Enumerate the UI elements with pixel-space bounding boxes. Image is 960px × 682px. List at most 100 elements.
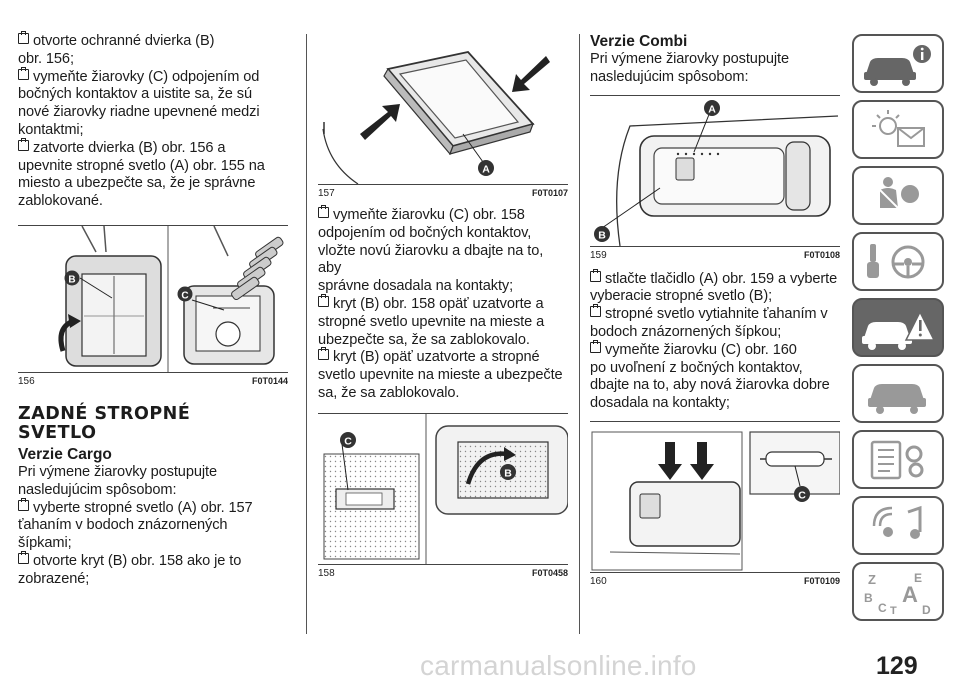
figure-code: F0T0107 [531, 188, 568, 198]
text-line: svetlo upevnite na mieste a ubezpečte [318, 367, 563, 384]
car-maintenance-icon [868, 383, 926, 414]
svg-text:A: A [902, 582, 918, 607]
figure-code: F0T0144 [251, 375, 288, 386]
text-line: upevnite stropné svetlo (A) obr. 155 na [18, 157, 265, 174]
figure-number: 160 [590, 575, 607, 587]
tab-dashboard-lights[interactable] [852, 100, 944, 159]
bullet-icon [590, 304, 601, 318]
figure-159-caption: 159 F0T0108 [590, 250, 840, 261]
page-number: 129 [876, 652, 918, 680]
figure-158-caption: 158 F0T0458 [318, 568, 568, 579]
bullet-icon [18, 497, 29, 511]
figure-159: A B [590, 94, 840, 247]
callout-b [64, 270, 80, 286]
svg-text:E: E [914, 571, 922, 585]
watermark: carmanualsonline.info [420, 650, 697, 681]
svg-text:B: B [504, 467, 512, 479]
callout-b [594, 225, 610, 242]
bullet-icon [590, 339, 601, 353]
bullet-item: vyberte stropné svetlo (A) obr. 157 [18, 497, 288, 518]
bullet-item: otvorte ochranné dvierka (B) [18, 31, 288, 51]
bullet-icon [18, 31, 29, 44]
figure-160-illustration: C [591, 431, 840, 571]
tab-safety[interactable] [852, 166, 944, 225]
text-line: ubezpečte sa, že sa zablokovalo. [318, 331, 530, 348]
text-line: dosadala na kontakty; [590, 395, 730, 412]
text-line: vložte novú žiarovku a dbajte na to, aby [318, 242, 544, 277]
bullet-icon [318, 347, 329, 361]
callout-c [794, 485, 810, 502]
figure-number: 159 [590, 249, 607, 261]
bullet-icon [318, 205, 329, 218]
figure-number: 157 [318, 188, 335, 199]
tab-key-steering[interactable] [852, 232, 944, 291]
key-steering-icon [867, 243, 925, 278]
bullet-item: stropné svetlo vytiahnite ťahaním v [590, 304, 840, 324]
text-line: dbajte na to, aby nová žiarovka dobre [590, 377, 830, 394]
bullet-icon [18, 66, 29, 80]
tab-car-info[interactable] [852, 34, 944, 93]
bullet-list: stlačte tlačidlo (A) obr. 159 a vyberte … [590, 268, 840, 413]
figure-160: C [590, 420, 840, 573]
tab-technical-data[interactable] [852, 430, 944, 489]
svg-text:B: B [598, 229, 606, 241]
intro-line: Pri výmene žiarovky postupujte [590, 51, 789, 67]
intro-line: nasledujúcim spôsobom: [590, 68, 749, 85]
figure-157-caption: 157 F0T0107 [318, 188, 568, 199]
text-line: sa, že sa zablokovalo. [318, 384, 460, 401]
bullet-item: otvorte kryt (B) obr. 158 ako je to [18, 550, 288, 571]
text-line: správne dosadala na kontakty; [318, 278, 514, 295]
bullet-list-bottom: vyberte stropné svetlo (A) obr. 157 ťaha… [18, 497, 288, 589]
figure-number: 156 [18, 375, 35, 387]
text-line: bodoch znázornených šípkou; [590, 323, 782, 340]
figure-156-illustration: B C [58, 225, 284, 372]
figure-code: F0T0108 [803, 249, 840, 260]
text-line: nové žiarovky riadne upevnené medzi [18, 104, 260, 121]
bullet-item: stlačte tlačidlo (A) obr. 159 a vyberte [590, 268, 840, 289]
tab-multimedia[interactable] [852, 496, 944, 555]
svg-text:C: C [181, 290, 188, 301]
tab-index[interactable]: Z E B A C T D [852, 562, 944, 621]
figure-157: A [318, 34, 568, 185]
svg-text:C: C [878, 601, 887, 615]
svg-text:B: B [864, 591, 873, 605]
callout-c [177, 286, 193, 302]
svg-text:C: C [798, 489, 806, 501]
bullet-item: kryt (B) opäť uzatvorte a stropné [318, 347, 568, 367]
figure-158: C B [318, 412, 568, 565]
svg-text:A: A [708, 103, 716, 115]
text-line: stropné svetlo upevnite na mieste a [318, 313, 545, 330]
callout-a [704, 99, 720, 116]
tab-emergency[interactable] [852, 298, 944, 357]
text-line: miesto a ubezpečte sa, že je správne [18, 175, 256, 192]
callout-c [340, 431, 356, 448]
svg-text:T: T [890, 605, 897, 616]
technical-data-icon [870, 440, 924, 479]
column-2: A 157 F0T0107 vymeňte žiarovku (C) obr. … [318, 0, 568, 579]
bullet-list: vymeňte žiarovku (C) obr. 158 odpojením … [318, 205, 568, 403]
figure-157-illustration: A [318, 34, 550, 184]
text-line: bočných kontaktov a uistite sa, že sú [18, 86, 252, 103]
callout-a [478, 160, 494, 176]
tab-maintenance[interactable] [852, 364, 944, 423]
figure-159-illustration: A B [594, 99, 839, 246]
column-divider [579, 34, 580, 634]
bullet-icon [590, 268, 601, 282]
column-1: otvorte ochranné dvierka (B) obr. 156; v… [18, 0, 288, 589]
intro-line: nasledujúcim spôsobom: [18, 481, 177, 498]
text-line: zablokované. [18, 193, 103, 210]
bullet-icon [318, 293, 329, 307]
figure-158-illustration: C B [323, 413, 568, 564]
svg-text:A: A [482, 164, 490, 176]
car-emergency-icon [862, 309, 936, 350]
text-line: odpojením od bočných kontaktov, [318, 224, 532, 241]
bullet-item: vymeňte žiarovku (C) obr. 160 [590, 339, 840, 360]
bullet-item: zatvorte dvierka (B) obr. 156 a [18, 137, 288, 158]
bullet-list-top: otvorte ochranné dvierka (B) obr. 156; v… [18, 31, 288, 211]
figure-156-caption: 156 F0T0144 [18, 376, 288, 387]
safety-airbag-icon [877, 176, 919, 211]
bullet-icon [18, 137, 29, 151]
figure-code: F0T0458 [531, 567, 568, 578]
svg-text:D: D [922, 603, 931, 616]
